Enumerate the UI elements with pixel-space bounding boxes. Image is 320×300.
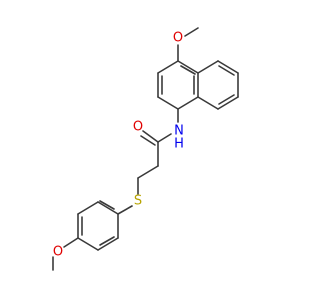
bond — [97, 201, 119, 215]
methoxyphenyl-ring — [77, 200, 119, 251]
bond — [99, 236, 115, 246]
molecule-structure: O N H O S — [52, 27, 239, 271]
naphthalene-ring — [157, 60, 239, 110]
amide-group: N H O — [133, 108, 184, 167]
bond — [180, 65, 196, 75]
amide-hydrogen: H — [174, 137, 184, 152]
bond — [218, 94, 235, 105]
bond — [142, 130, 159, 143]
amide-nitrogen: N — [174, 124, 184, 139]
bond — [177, 96, 199, 110]
bond — [197, 96, 219, 110]
methoxy-oxygen-top: O — [173, 31, 183, 46]
bond — [157, 96, 179, 110]
bond — [77, 237, 99, 251]
bond — [63, 237, 79, 248]
bond — [97, 237, 119, 251]
bond — [184, 27, 199, 37]
bond — [157, 60, 179, 74]
bond — [218, 65, 235, 76]
bond — [217, 96, 239, 110]
bond — [117, 205, 133, 215]
bond — [137, 165, 159, 179]
methoxy-oxygen-bottom: O — [53, 245, 63, 260]
bond — [177, 60, 199, 74]
bond — [197, 60, 219, 74]
bond — [157, 133, 172, 143]
bond — [77, 201, 99, 215]
bottom-methoxy-group: O — [52, 237, 79, 271]
bond — [99, 200, 115, 210]
bond — [140, 135, 156, 146]
top-methoxy-group: O — [173, 27, 199, 62]
molecule-diagram: O N H O S — [52, 27, 239, 271]
bond — [217, 60, 239, 74]
sulfur-atom: S — [134, 194, 142, 209]
thioether-chain: S — [117, 165, 159, 215]
carbonyl-oxygen: O — [133, 120, 143, 135]
